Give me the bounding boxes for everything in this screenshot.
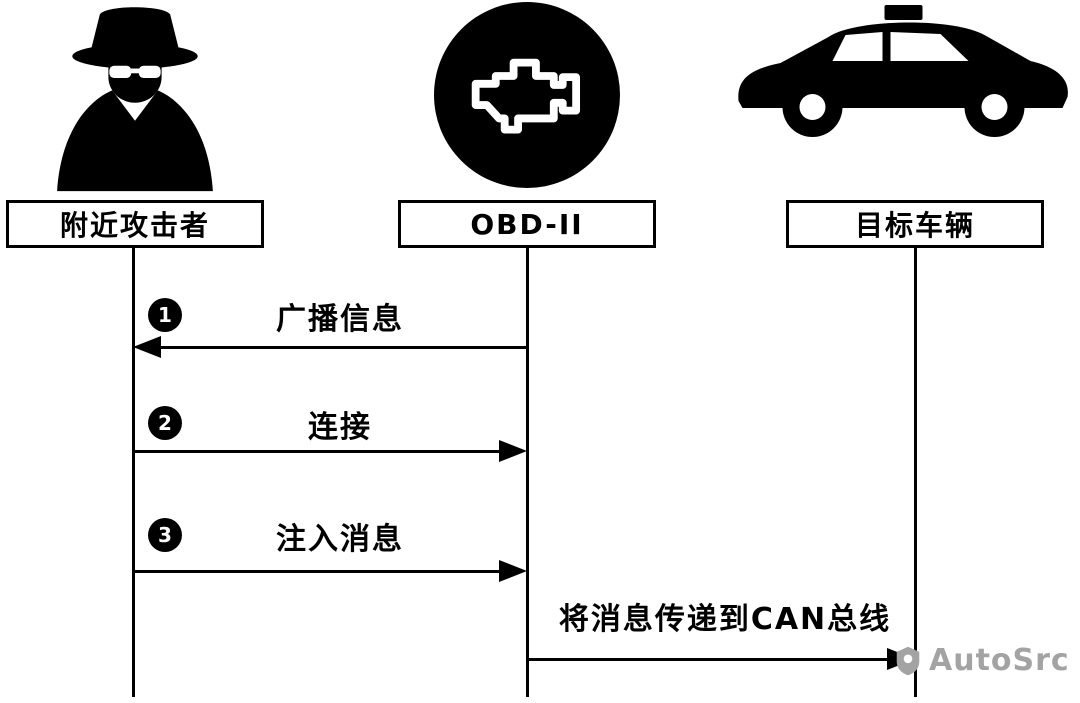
lifeline-obd xyxy=(526,248,529,697)
autosrc-logo-icon xyxy=(895,645,921,677)
message-1-number-badge: 1 xyxy=(148,298,182,332)
message-1-arrowhead-left-icon xyxy=(133,336,161,358)
message-4-line xyxy=(526,658,887,661)
message-2-label: 连接 xyxy=(308,410,372,445)
message-3-number-badge: 3 xyxy=(148,518,182,552)
engine-icon xyxy=(434,2,620,188)
actor-box-attacker: 附近攻击者 xyxy=(6,200,264,248)
message-2-line xyxy=(133,450,499,453)
message-3-arrowhead-right-icon xyxy=(499,560,527,582)
watermark: AutoSrc xyxy=(895,643,1070,678)
message-2-arrowhead-right-icon xyxy=(499,440,527,462)
spy-icon xyxy=(40,0,230,196)
message-3-label: 注入消息 xyxy=(276,522,404,557)
actor-box-obd: OBD-II xyxy=(398,200,656,248)
message-1-line xyxy=(160,346,527,349)
car-icon xyxy=(730,5,1075,145)
message-1-label: 广播信息 xyxy=(276,302,404,337)
lifeline-target xyxy=(914,248,917,697)
message-3-line xyxy=(133,570,499,573)
actor-box-target: 目标车辆 xyxy=(786,200,1044,248)
watermark-text: AutoSrc xyxy=(929,643,1070,678)
message-4-label: 将消息传递到CAN总线 xyxy=(558,602,892,637)
message-2-number-badge: 2 xyxy=(148,406,182,440)
lifeline-attacker xyxy=(132,248,135,697)
